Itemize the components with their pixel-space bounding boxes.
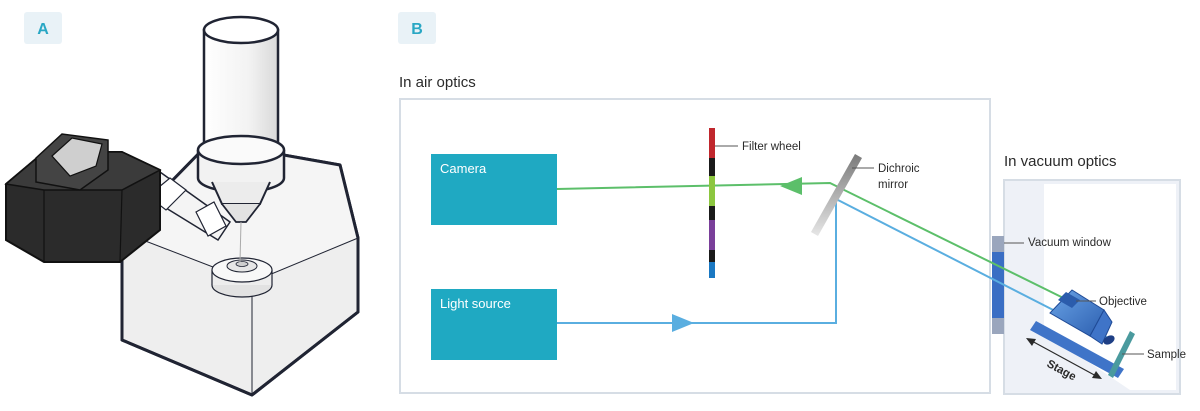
stage-direction-arrow: [1026, 338, 1102, 379]
in-air-title: In air optics: [399, 74, 476, 91]
dichroic-label-line1: Dichroic: [878, 163, 920, 175]
light-source-box: [431, 289, 557, 360]
objective-lens: [1049, 289, 1115, 345]
emission-beam: [556, 177, 1109, 321]
vacuum-window-label: Vacuum window: [1028, 237, 1112, 249]
camera-label: Camera: [440, 161, 487, 176]
panel-b-label: B: [411, 21, 423, 38]
filter-wheel: [709, 128, 715, 278]
light-source-label: Light source: [440, 296, 511, 311]
in-vacuum-title: In vacuum optics: [1004, 153, 1117, 170]
microscope-illustration: [4, 15, 360, 397]
panel-a-label: A: [37, 21, 49, 38]
dichroic-mirror: [811, 154, 862, 236]
sample-slide: [1108, 331, 1135, 378]
vacuum-window: [992, 236, 1004, 334]
panel-b-badge: B: [398, 12, 436, 44]
stage-plate: [1030, 321, 1124, 378]
dichroic-label-line2: mirror: [878, 179, 908, 191]
excitation-beam: [557, 197, 1113, 341]
sample-label: Sample: [1147, 349, 1186, 361]
filter-wheel-label: Filter wheel: [742, 141, 801, 153]
camera-box: [431, 154, 557, 225]
panel-a-badge: A: [24, 12, 62, 44]
objective-label: Objective: [1099, 296, 1147, 308]
